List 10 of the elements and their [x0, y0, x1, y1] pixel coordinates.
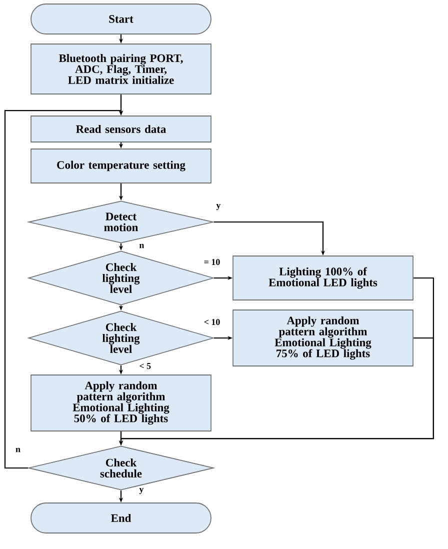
- process-box: Lighting 100% of Emotional LED lights: [232, 256, 414, 300]
- edge-label: y: [215, 202, 222, 212]
- process-box: Bluetooth pairing PORT, ADC, Flag, Timer, LED matrix initialize: [30, 44, 212, 94]
- process-box: Color temperature setting: [30, 148, 212, 184]
- arrow: [4, 110, 124, 469]
- process-box: Read sensors data: [30, 116, 212, 142]
- edge-label: n: [14, 446, 22, 454]
- process-box: Apply random pattern algorithm Emotional Lighting 75% of LED lights: [232, 310, 414, 366]
- process-box: Apply random pattern algorithm Emotional Lighting 50% of LED lights: [30, 374, 212, 432]
- edge-label: n: [138, 242, 146, 250]
